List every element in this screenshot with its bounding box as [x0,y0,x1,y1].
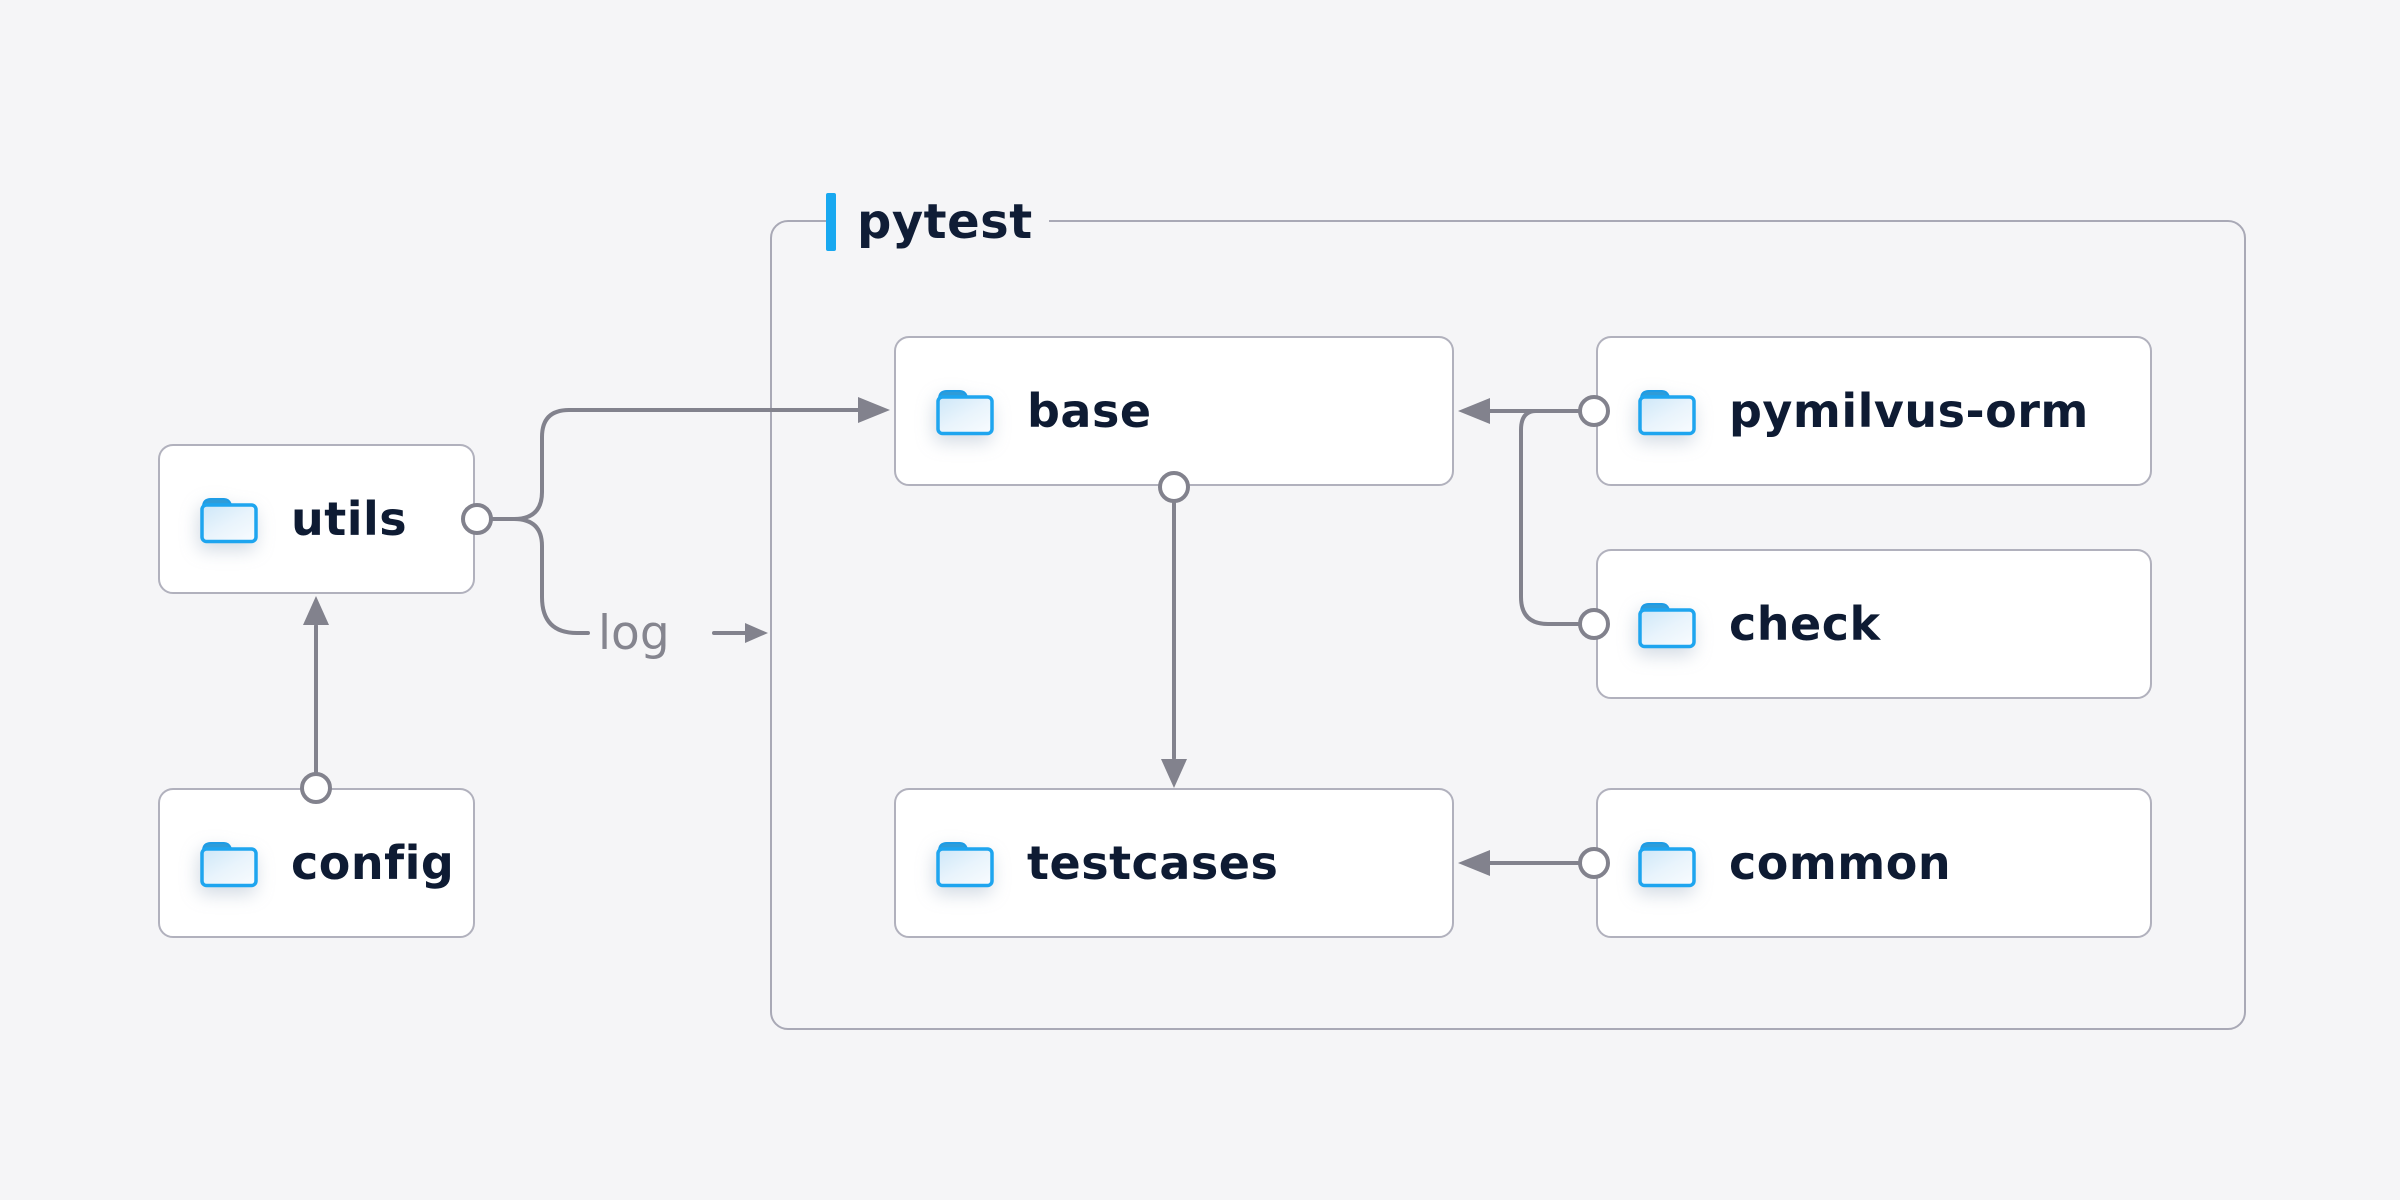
node-config: config [158,788,475,938]
folder-icon [200,842,258,888]
node-base: base [894,336,1454,486]
node-label: pymilvus-orm [1729,384,2089,438]
node-label: base [1027,384,1152,438]
folder-icon [1638,603,1696,649]
edge-utils-log [512,517,590,635]
folder-icon [936,842,994,888]
node-pymilvus-orm: pymilvus-orm [1596,336,2152,486]
accent-bar-icon [826,193,836,251]
edge-label-log: log [598,605,670,661]
group-title: pytest [857,194,1033,250]
node-testcases: testcases [894,788,1454,938]
node-common: common [1596,788,2152,938]
node-label: config [291,836,455,890]
folder-icon [936,390,994,436]
folder-icon [1638,842,1696,888]
node-label: testcases [1027,836,1279,890]
folder-icon [1638,390,1696,436]
pytest-group-container [770,220,2246,1030]
node-label: check [1729,597,1881,651]
arrowhead-up-utils [303,596,329,625]
node-check: check [1596,549,2152,699]
pytest-group-label: pytest [826,191,1049,253]
arrowhead-small-log [745,623,768,643]
node-label: common [1729,836,1952,890]
node-utils: utils [158,444,475,594]
folder-icon [200,498,258,544]
node-label: utils [291,492,408,546]
